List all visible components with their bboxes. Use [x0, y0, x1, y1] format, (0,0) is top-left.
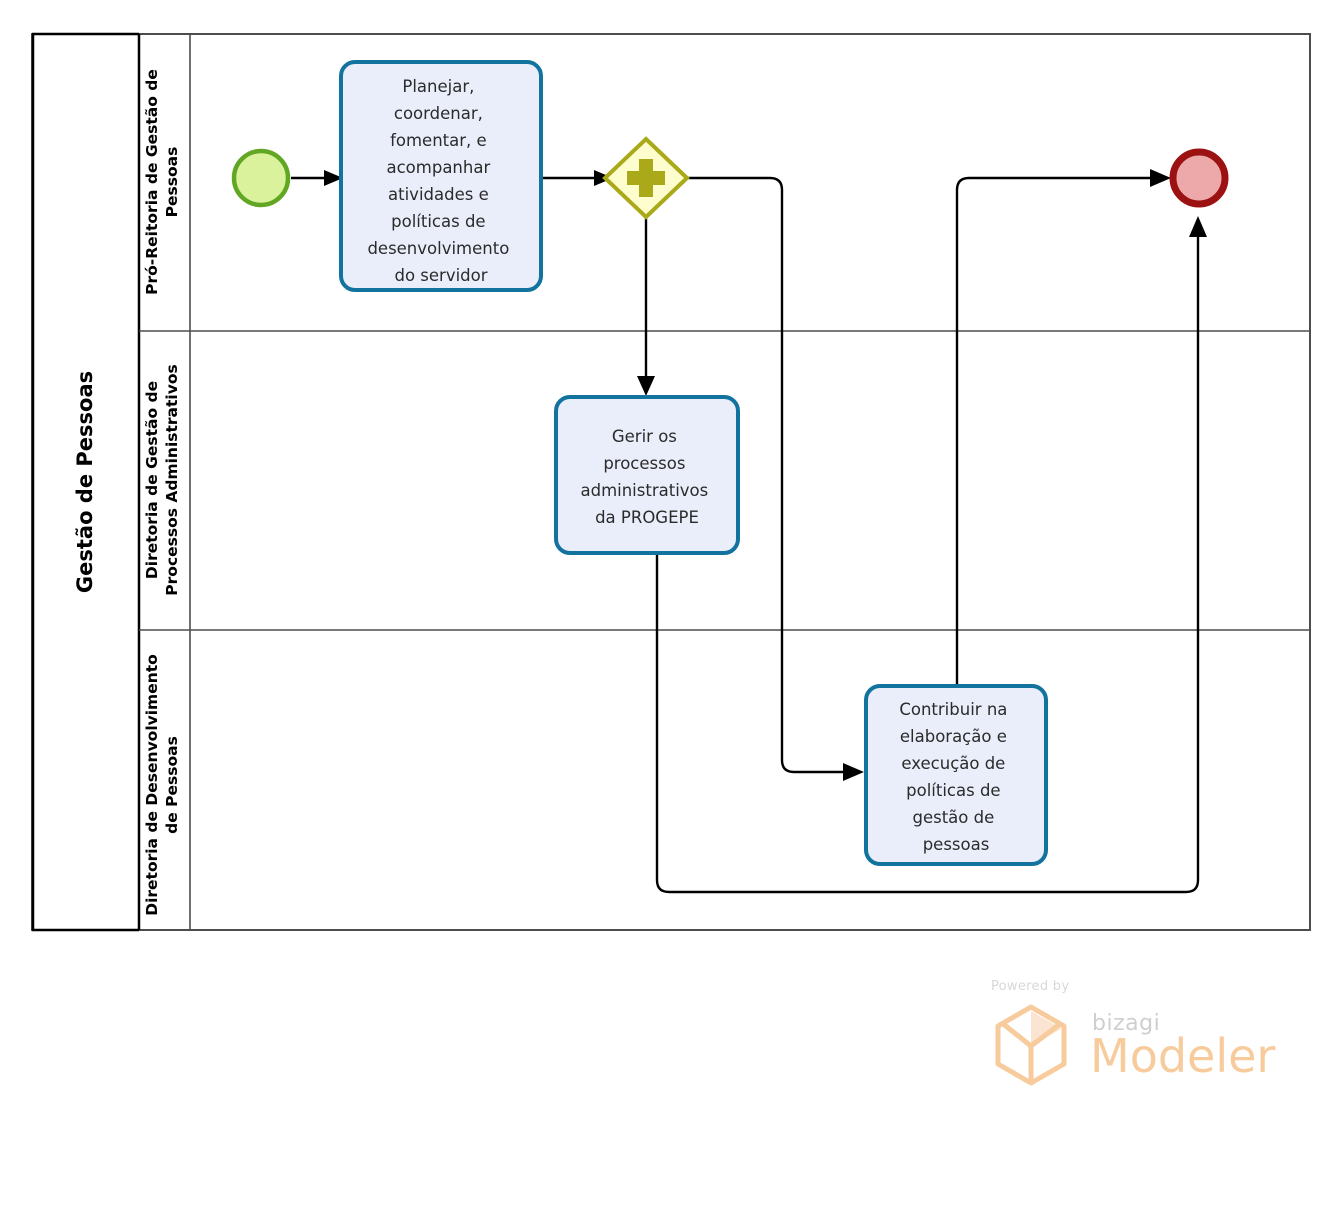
lane-1-label-line-2: Pessoas: [163, 147, 181, 218]
watermark-powered-by: Powered by: [991, 979, 1069, 994]
plus-icon: [627, 159, 665, 197]
task-contribuir-politicas[interactable]: Contribuir na elaboração e execução de p…: [864, 684, 1048, 866]
flow-task2-to-end: [655, 216, 1207, 894]
start-event-circle: [231, 148, 291, 208]
watermark-product: Modeler: [1090, 1029, 1275, 1083]
watermark-brand: bizagi: [1092, 1011, 1160, 1036]
lane-2-label-line-2: Processos Administrativos: [163, 364, 181, 595]
task-planejar[interactable]: Planejar, coordenar, fomentar, e acompan…: [339, 60, 543, 292]
lane-2-label-line-1: Diretoria de Gestão de: [143, 381, 161, 579]
lane-1-label-line-1: Pró-Reitoria de Gestão de: [143, 69, 161, 295]
flow-gateway-to-task3: [686, 176, 864, 781]
lane-pro-reitoria[interactable]: Pró-Reitoria de Gestão de Pessoas: [139, 69, 1310, 332]
flow-gateway-to-task2: [637, 215, 655, 396]
pool-label: Gestão de Pessoas: [73, 371, 97, 593]
pool-gestao-de-pessoas[interactable]: Gestão de Pessoas: [31, 32, 1311, 932]
end-event[interactable]: [1169, 148, 1229, 208]
lane-3-label-line-2: de Pessoas: [163, 736, 181, 834]
sequence-flows: [291, 169, 1207, 894]
bizagi-hexagon-icon: [995, 1004, 1067, 1086]
task-planejar-box: [339, 60, 543, 292]
end-event-circle: [1169, 148, 1229, 208]
flow-task3-to-end: [955, 169, 1171, 686]
parallel-gateway[interactable]: [602, 136, 690, 220]
task-contribuir-label: Contribuir na elaboração e execução de p…: [899, 700, 1012, 854]
task-gerir-label: Gerir os processos administrativos da PR…: [580, 427, 713, 527]
task-planejar-label: Planejar, coordenar, fomentar, e acompan…: [367, 77, 514, 285]
task-contribuir-box: [864, 684, 1048, 866]
flow-start-to-task1: [291, 170, 343, 186]
lane-diretoria-processos[interactable]: Diretoria de Gestão de Processos Adminis…: [139, 364, 1310, 631]
bizagi-watermark: Powered by bizagi Modeler: [991, 979, 1275, 1086]
lane-diretoria-desenvolvimento[interactable]: Diretoria de Desenvolvimento de Pessoas: [143, 654, 181, 916]
start-event[interactable]: [231, 148, 291, 208]
task-gerir-processos[interactable]: Gerir os processos administrativos da PR…: [554, 395, 740, 555]
task-gerir-box: [554, 395, 740, 555]
pool-header-frame: [31, 32, 139, 932]
lane-3-label-line-1: Diretoria de Desenvolvimento: [143, 654, 161, 916]
